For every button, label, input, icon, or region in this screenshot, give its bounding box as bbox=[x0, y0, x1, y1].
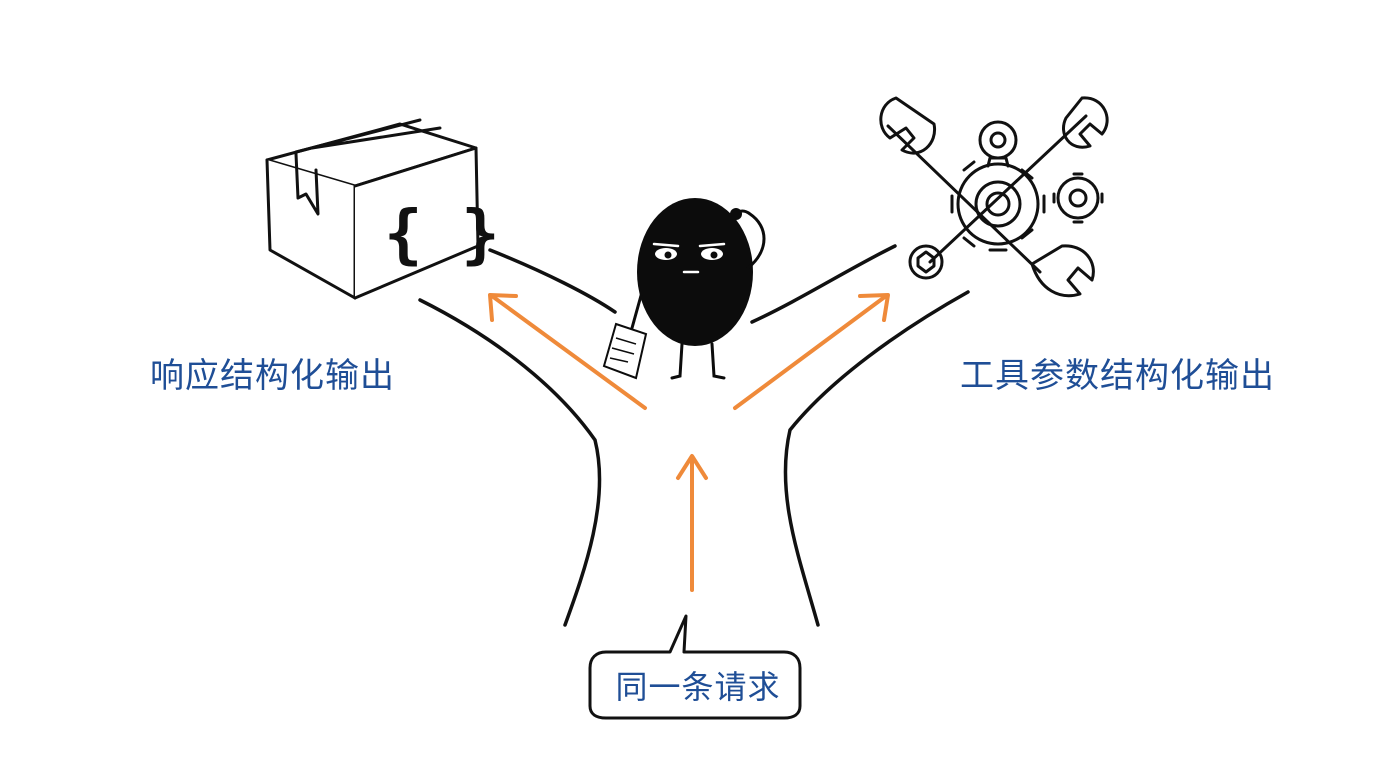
json-box-icon: { } bbox=[265, 118, 500, 300]
arrow-left bbox=[488, 293, 647, 410]
arrows bbox=[488, 293, 890, 592]
arrow-right bbox=[733, 293, 890, 410]
road-right-inner bbox=[750, 244, 897, 324]
speech-bubble bbox=[588, 614, 802, 720]
braces-glyph: { } bbox=[384, 198, 500, 272]
road-left-inner bbox=[488, 248, 617, 314]
label-tool-parameter-structured-output: 工具参数结构化输出 bbox=[960, 356, 1275, 396]
bubble-label-same-request: 同一条请求 bbox=[615, 668, 781, 706]
road-outline bbox=[418, 244, 970, 627]
arrow-up bbox=[676, 454, 708, 592]
wrench-1 bbox=[886, 124, 1042, 274]
label-response-structured-output: 响应结构化输出 bbox=[150, 356, 395, 396]
confused-character-icon bbox=[602, 198, 766, 380]
road-right-outer bbox=[783, 290, 970, 627]
road-left-outer bbox=[418, 298, 602, 627]
wrench-2 bbox=[928, 114, 1088, 264]
gears-wrenches-icon bbox=[879, 96, 1109, 298]
